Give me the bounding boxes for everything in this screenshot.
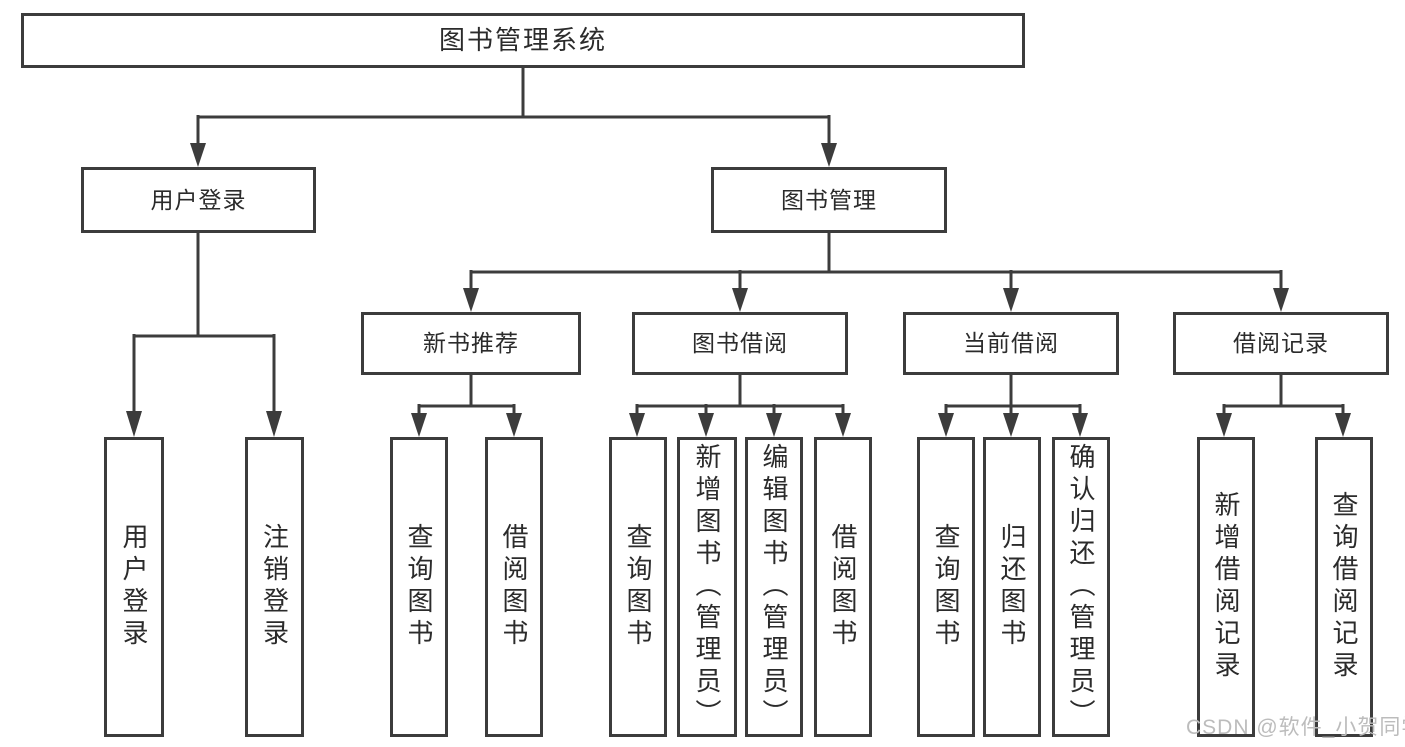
leaf-query-books-borrow: 查询图书 bbox=[609, 437, 667, 737]
leaf-query-books-current: 查询图书 bbox=[917, 437, 975, 737]
node-borrow-records: 借阅记录 bbox=[1173, 312, 1389, 375]
leaf-borrow-books: 借阅图书 bbox=[814, 437, 872, 737]
node-book-borrow: 图书借阅 bbox=[632, 312, 848, 375]
leaf-query-books-recommend: 查询图书 bbox=[390, 437, 448, 737]
node-root: 图书管理系统 bbox=[21, 13, 1025, 68]
leaf-add-borrow-record: 新增借阅记录 bbox=[1197, 437, 1255, 737]
leaf-query-borrow-record: 查询借阅记录 bbox=[1315, 437, 1373, 737]
node-new-book-recommend: 新书推荐 bbox=[361, 312, 581, 375]
leaf-return-books: 归还图书 bbox=[983, 437, 1041, 737]
csdn-watermark: CSDN @软件_小贺同学 bbox=[1186, 716, 1405, 739]
node-book-management: 图书管理 bbox=[711, 167, 947, 233]
leaf-edit-book-admin: 编辑图书（管理员） bbox=[745, 437, 803, 737]
leaf-add-book-admin: 新增图书（管理员） bbox=[677, 437, 737, 737]
node-current-borrow: 当前借阅 bbox=[903, 312, 1119, 375]
leaf-confirm-return-admin: 确认归还（管理员） bbox=[1052, 437, 1110, 737]
leaf-borrow-books-recommend: 借阅图书 bbox=[485, 437, 543, 737]
leaf-user-login: 用户登录 bbox=[104, 437, 164, 737]
leaf-logout: 注销登录 bbox=[245, 437, 304, 737]
node-user-login-branch: 用户登录 bbox=[81, 167, 316, 233]
